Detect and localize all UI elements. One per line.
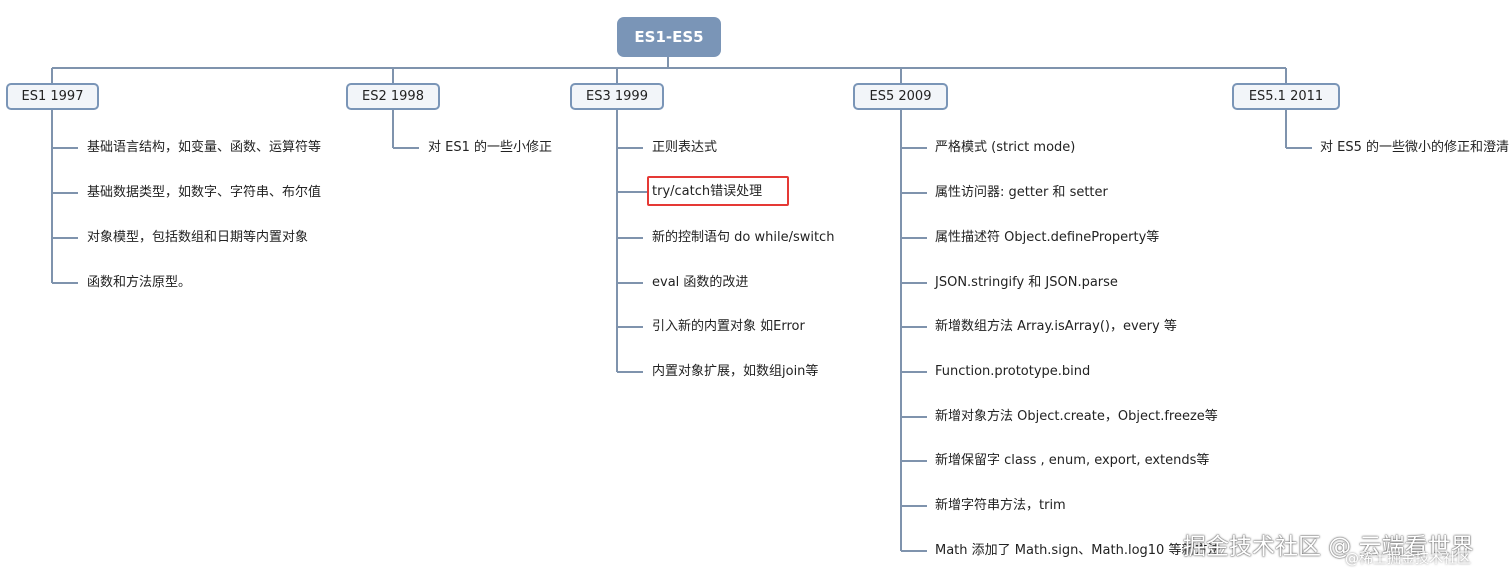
branch-es51[interactable]: ES5.1 2011	[1232, 83, 1340, 110]
leaf-es3-1[interactable]: 正则表达式	[652, 140, 718, 155]
leaf-es3-4[interactable]: eval 函数的改进	[652, 275, 749, 290]
leaf-es5-1[interactable]: 严格模式 (strict mode)	[935, 140, 1076, 155]
leaf-es5-5[interactable]: 新增数组方法 Array.isArray()，every 等	[935, 319, 1177, 334]
leaf-es51-1[interactable]: 对 ES5 的一些微小的修正和澄清	[1320, 140, 1510, 155]
leaf-es5-6[interactable]: Function.prototype.bind	[935, 364, 1091, 379]
branch-label: ES1 1997	[21, 89, 84, 104]
root-node[interactable]: ES1-ES5	[617, 17, 721, 57]
leaf-es1-1[interactable]: 基础语言结构，如变量、函数、运算符等	[87, 140, 322, 155]
leaf-es5-3[interactable]: 属性描述符 Object.defineProperty等	[935, 230, 1160, 245]
leaf-es5-7[interactable]: 新增对象方法 Object.create，Object.freeze等	[935, 409, 1218, 424]
leaf-es2-1[interactable]: 对 ES1 的一些小修正	[428, 140, 553, 155]
leaf-es5-9[interactable]: 新增字符串方法，trim	[935, 498, 1066, 513]
leaf-es3-3[interactable]: 新的控制语句 do while/switch	[652, 230, 835, 245]
watermark-text: 掘金技术社区 @ 云端看世界	[1183, 534, 1474, 560]
leaf-es5-10[interactable]: Math 添加了 Math.sign、Math.log10 等新方法	[935, 543, 1221, 558]
root-label: ES1-ES5	[634, 28, 704, 46]
leaf-es3-6[interactable]: 内置对象扩展，如数组join等	[652, 364, 819, 379]
leaf-es3-5[interactable]: 引入新的内置对象 如Error	[652, 319, 805, 334]
leaf-es3-2[interactable]: try/catch错误处理	[652, 184, 763, 199]
branch-es5[interactable]: ES5 2009	[853, 83, 948, 110]
branch-es3[interactable]: ES3 1999	[570, 83, 664, 110]
leaf-es5-8[interactable]: 新增保留字 class , enum, export, extends等	[935, 453, 1210, 468]
branch-label: ES3 1999	[586, 89, 648, 104]
branch-label: ES5.1 2011	[1248, 89, 1324, 104]
watermark-subtext: @稀土掘金技术社区	[1345, 551, 1471, 567]
branch-label: ES5 2009	[869, 89, 932, 104]
leaf-es1-3[interactable]: 对象模型，包括数组和日期等内置对象	[87, 230, 309, 245]
highlight-box	[647, 176, 789, 206]
branch-label: ES2 1998	[362, 89, 424, 104]
branch-es1[interactable]: ES1 1997	[6, 83, 99, 110]
leaf-es1-4[interactable]: 函数和方法原型。	[87, 275, 192, 290]
leaf-es5-4[interactable]: JSON.stringify 和 JSON.parse	[935, 275, 1118, 290]
leaf-es1-2[interactable]: 基础数据类型，如数字、字符串、布尔值	[87, 185, 322, 200]
branch-es2[interactable]: ES2 1998	[346, 83, 440, 110]
leaf-es5-2[interactable]: 属性访问器: getter 和 setter	[935, 185, 1108, 200]
